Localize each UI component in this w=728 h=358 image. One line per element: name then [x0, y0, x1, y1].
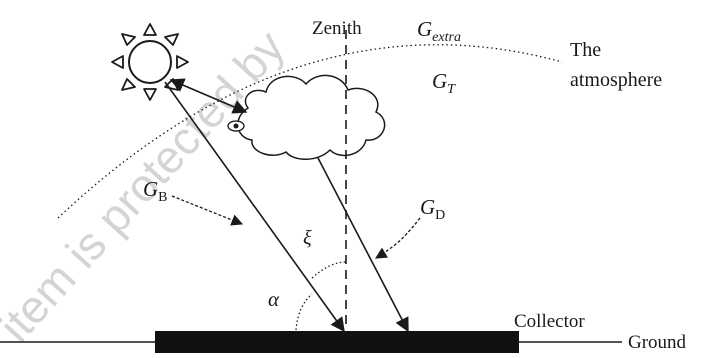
alpha-label: α — [268, 287, 280, 311]
g-d-main: G — [420, 195, 435, 219]
atmosphere-label-line2: atmosphere — [570, 69, 662, 91]
altitude-angle-arc — [295, 293, 313, 331]
g-extra-main: G — [417, 17, 432, 41]
atmosphere-label-line1: The — [570, 39, 601, 61]
ground-label: Ground — [628, 332, 687, 353]
g-d-label: GD — [420, 195, 445, 223]
collector — [155, 331, 519, 353]
g-b-label: GB — [143, 177, 168, 205]
zenith-angle-arc — [311, 261, 347, 279]
g-t-sub: T — [447, 82, 456, 97]
diffuse-label-arrow — [374, 217, 421, 259]
sun-cloud-arrow — [169, 78, 248, 114]
g-extra-sub: extra — [432, 30, 461, 45]
g-b-sub: B — [158, 190, 167, 205]
beam-ray — [164, 81, 345, 333]
g-d-sub: D — [435, 208, 445, 223]
collector-label: Collector — [514, 311, 585, 332]
g-t-label: GT — [432, 69, 456, 97]
diffuse-ray — [317, 157, 409, 333]
cloud-icon — [227, 74, 386, 160]
sun-icon — [111, 23, 189, 101]
xi-label: ξ — [303, 227, 312, 249]
g-extra-label: Gextra — [417, 17, 461, 45]
zenith-label: Zenith — [312, 18, 362, 39]
g-t-main: G — [432, 69, 447, 93]
atmosphere-boundary — [57, 44, 563, 219]
g-b-main: G — [143, 177, 158, 201]
beam-label-arrow — [171, 195, 244, 226]
